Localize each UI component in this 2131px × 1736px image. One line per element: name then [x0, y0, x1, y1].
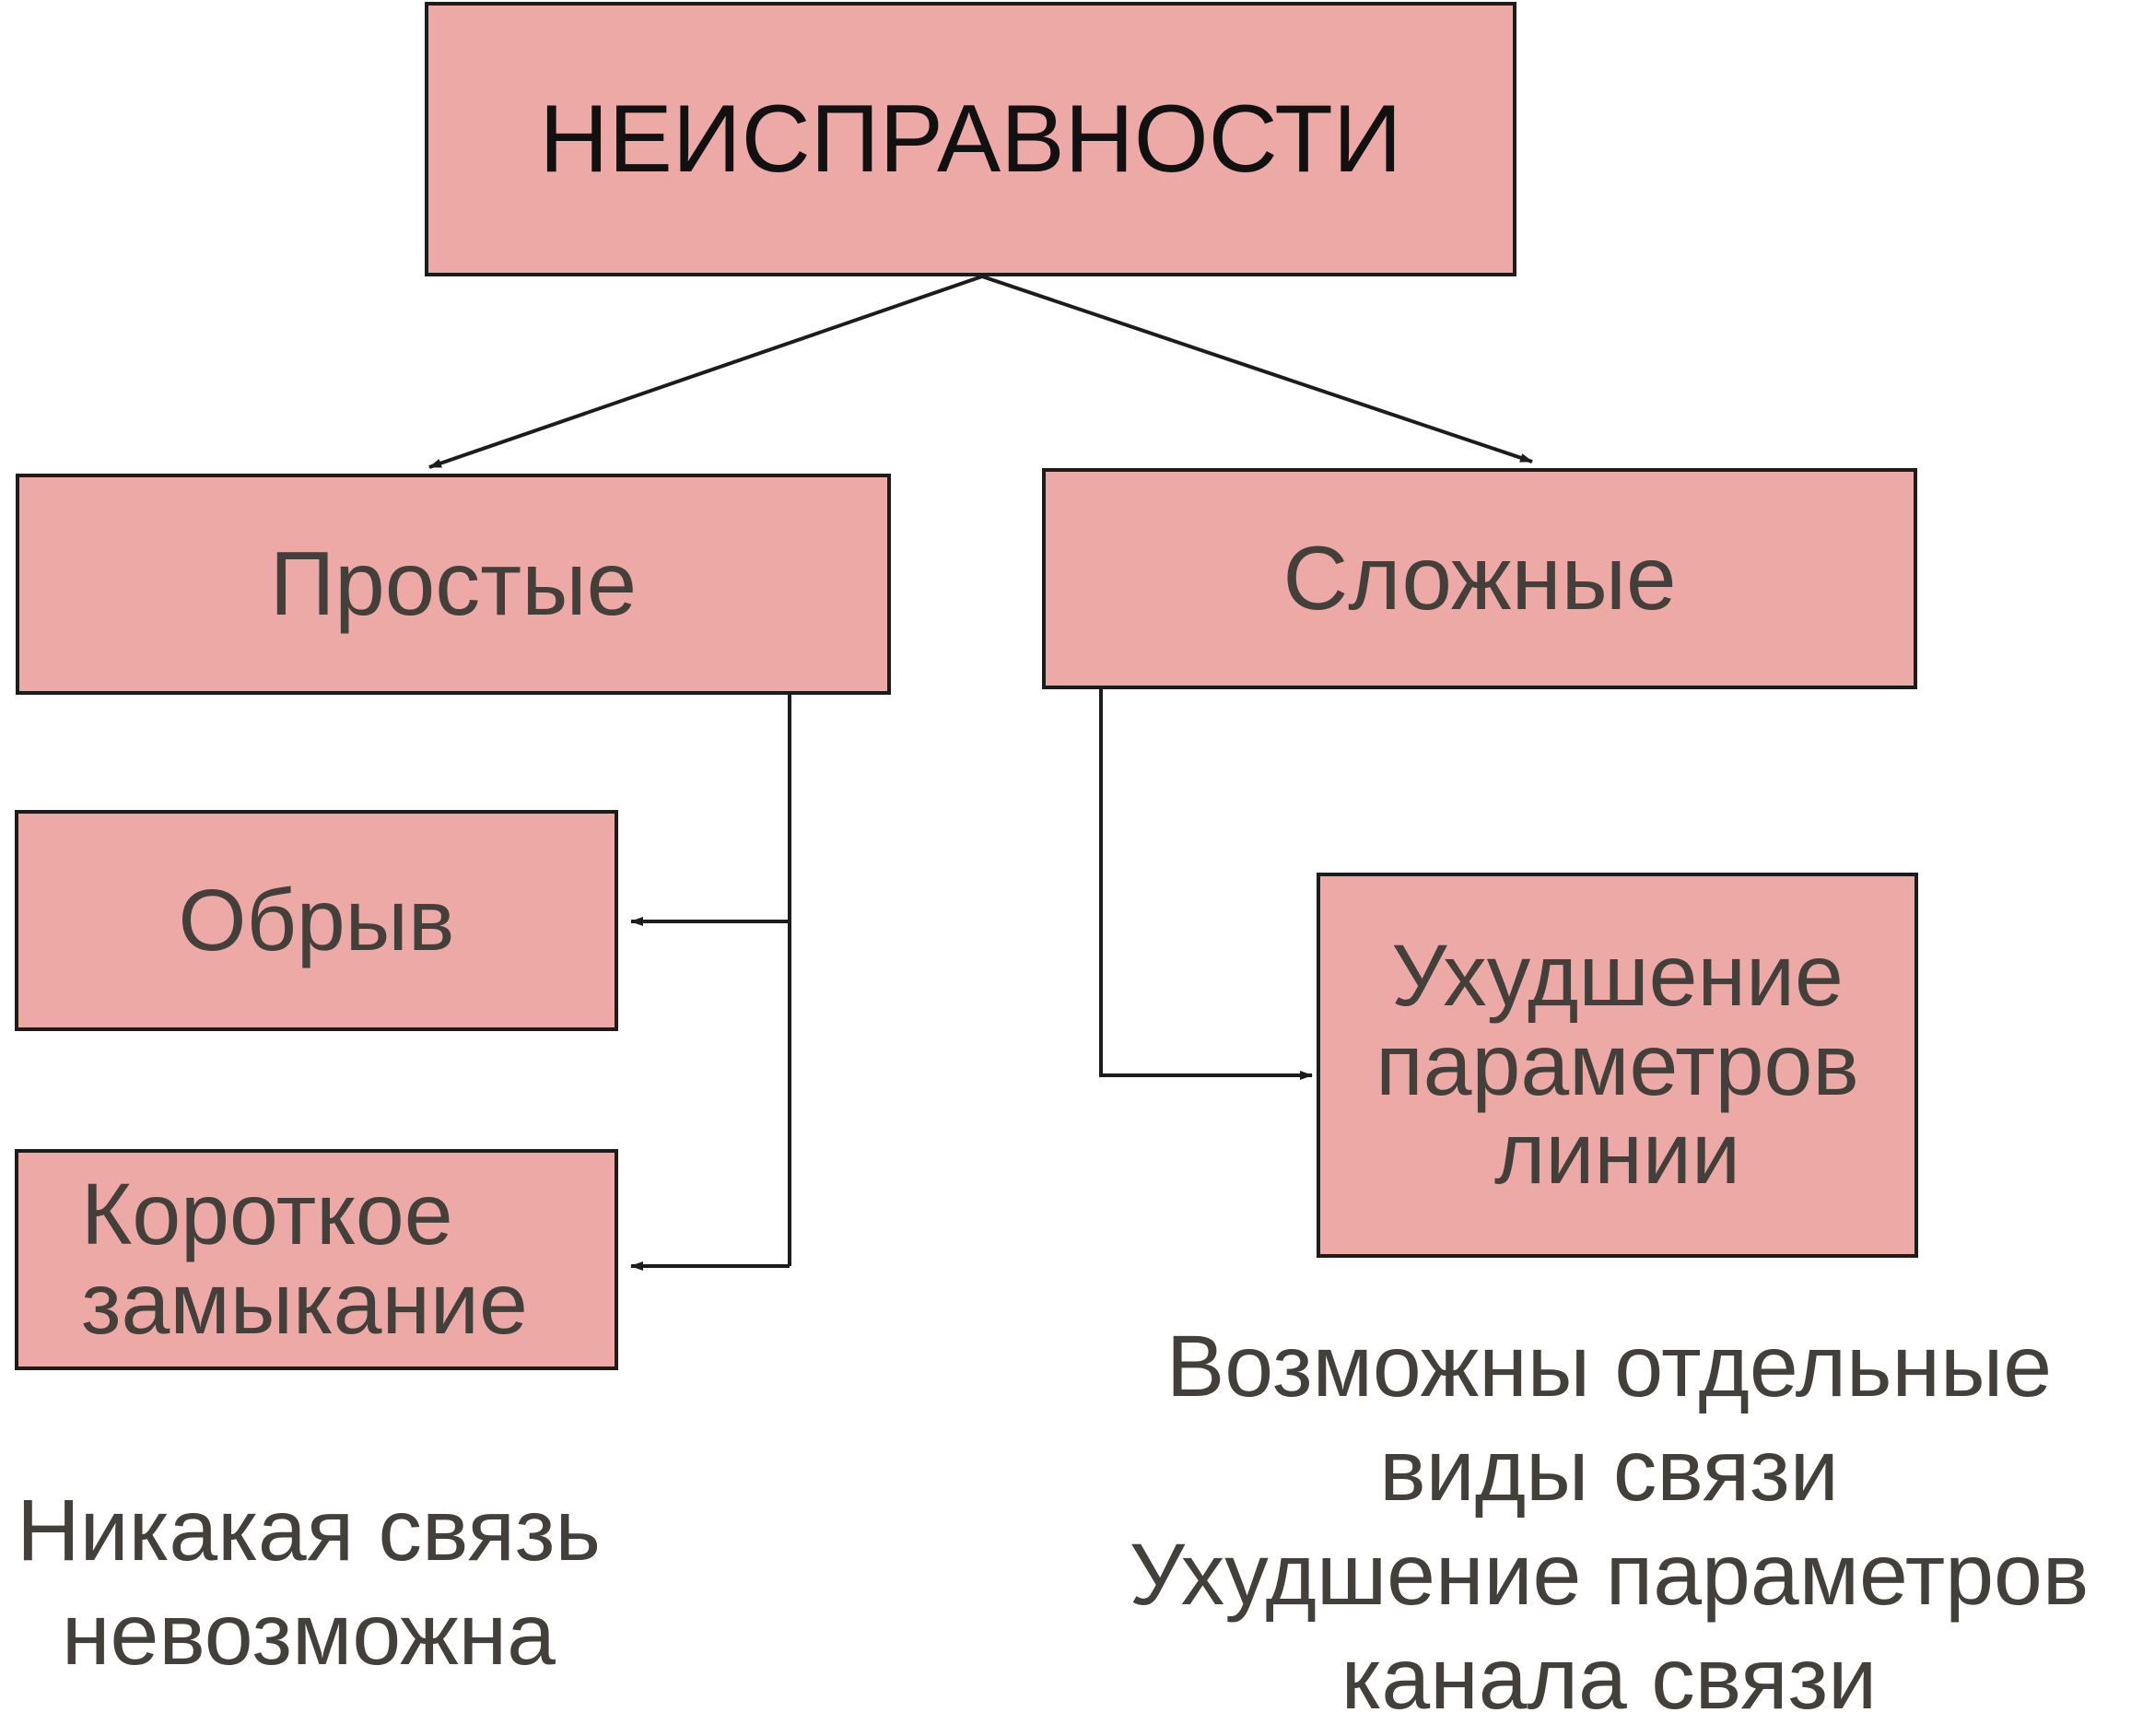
- simple-note-line-2: невозможна: [62, 1586, 556, 1684]
- short-circuit-label-line-2: замыкание: [81, 1255, 528, 1353]
- break-label: Обрыв: [178, 871, 455, 969]
- line-degradation-label-line-3: линии: [1493, 1105, 1741, 1203]
- short-circuit-box: Короткое замыкание: [15, 1149, 618, 1370]
- complex-note-line-3: Ухудшение параметров: [1129, 1526, 2090, 1625]
- complex-faults-label: Сложные: [1282, 527, 1677, 629]
- complex-note-line-2: виды связи: [1379, 1422, 1839, 1520]
- break-box: Обрыв: [15, 810, 618, 1031]
- simple-faults-box: Простые: [16, 474, 891, 695]
- simple-faults-label: Простые: [269, 533, 638, 635]
- line-degradation-label-line-2: параметров: [1376, 1015, 1859, 1114]
- arrow-root-to-complex: [981, 275, 1533, 463]
- line-degradation-box: Ухудшение параметров линии: [1317, 873, 1918, 1258]
- simple-note-line-1: Никакая связь: [17, 1482, 601, 1579]
- complex-faults-note: Возможны отдельные виды связи Ухудшение …: [1087, 1315, 2131, 1731]
- root-label: НЕИСПРАВНОСТИ: [539, 85, 1402, 193]
- arrow-complex-to-degradation: [1099, 687, 1313, 1080]
- complex-note-line-1: Возможны отдельные: [1165, 1318, 2053, 1415]
- root-box: НЕИСПРАВНОСТИ: [425, 2, 1516, 276]
- complex-note-line-4: канала связи: [1341, 1630, 1878, 1729]
- line-degradation-label-line-1: Ухудшение: [1391, 926, 1844, 1025]
- arrow-root-to-simple: [428, 275, 983, 469]
- simple-faults-note: Никакая связь невозможна: [0, 1479, 617, 1687]
- complex-faults-box: Сложные: [1042, 468, 1917, 689]
- short-circuit-label-line-1: Короткое: [81, 1166, 453, 1264]
